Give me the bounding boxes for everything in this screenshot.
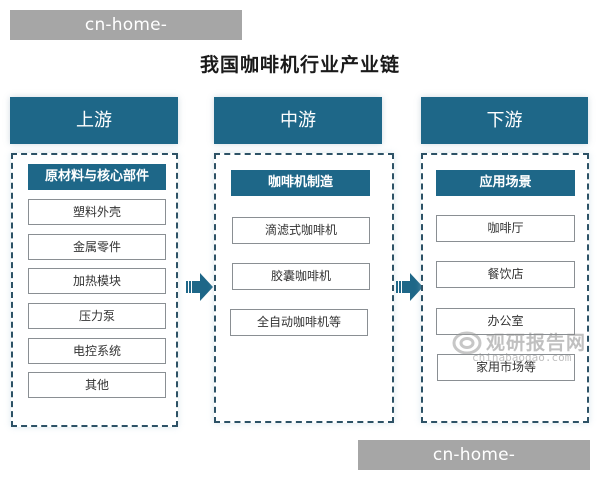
stage-header-midstream: 中游 [214, 97, 382, 144]
diagram-title: 我国咖啡机行业产业链 [199, 54, 400, 76]
item-household-market: 家用市场等 [437, 354, 575, 381]
item-electric-control: 电控系统 [28, 338, 166, 364]
item-other: 其他 [28, 372, 166, 398]
logo-name-cn: 观研报告网 [486, 332, 587, 354]
stage-header-upstream: 上游 [10, 97, 178, 144]
item-drip-coffee-machine: 滴滤式咖啡机 [232, 217, 370, 244]
item-coffee-shop: 咖啡厅 [436, 215, 575, 242]
item-metal-parts: 金属零件 [28, 234, 166, 260]
category-application-scenarios: 应用场景 [436, 170, 575, 196]
logo-swirl-icon [452, 331, 482, 355]
source-logo: 观研报告网 chinabaogao.com [452, 328, 592, 364]
category-raw-materials: 原材料与核心部件 [28, 164, 166, 190]
watermark-top: cn-home-bountyqueen.com [10, 10, 242, 65]
item-automatic-coffee-machine: 全自动咖啡机等 [230, 309, 368, 336]
category-coffee-machine-manufacturing: 咖啡机制造 [231, 170, 370, 196]
item-capsule-coffee-machine: 胶囊咖啡机 [232, 263, 370, 290]
logo-domain: chinabaogao.com [472, 351, 572, 364]
item-heating-module: 加热模块 [28, 268, 166, 294]
arrow-right-icon [396, 272, 424, 302]
item-restaurant: 餐饮店 [436, 261, 575, 288]
item-plastic-shell: 塑料外壳 [28, 199, 166, 225]
arrow-right-icon [186, 272, 214, 302]
stage-header-downstream: 下游 [421, 97, 588, 144]
item-office: 办公室 [436, 308, 575, 335]
watermark-bottom: cn-home-bountyqueen.com [358, 440, 590, 495]
item-pressure-pump: 压力泵 [28, 303, 166, 329]
